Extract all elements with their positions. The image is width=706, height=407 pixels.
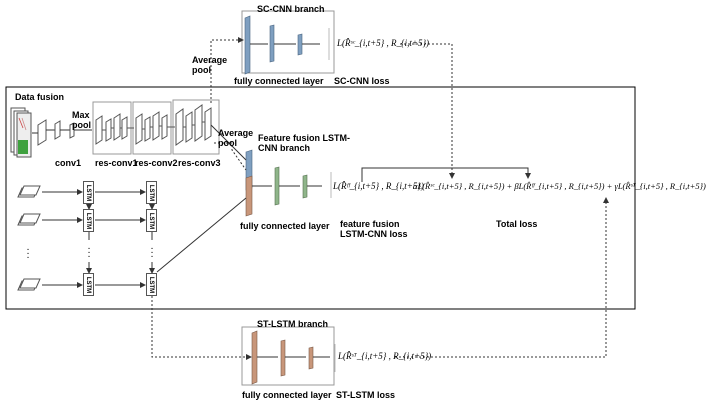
diagram-graphics (5, 10, 636, 386)
input-sequence (17, 185, 83, 291)
sc-cnn-branch-title: SC-CNN branch (257, 4, 325, 14)
lstm-cell: LSTM (146, 209, 157, 232)
st-lstm-loss-formula: L(R̂ˢᵀ_{i,t+5} , R_{i,t+5}) (338, 351, 432, 361)
st-lstm-branch-title: ST-LSTM branch (257, 319, 329, 329)
conv1-block (32, 119, 92, 146)
bottom-fc-layer-label: fully connected layer (242, 390, 332, 400)
res-conv1-label: res-conv1 (95, 158, 138, 168)
top-fc-layer-label: fully connected layer (234, 76, 324, 86)
conv1-label: conv1 (55, 158, 82, 168)
res-conv2-layers (135, 111, 175, 145)
lstm-ellipsis: ... (87, 241, 91, 260)
lstm-cell: LSTM (146, 273, 157, 296)
sc-cnn-loss-label: SC-CNN loss (334, 76, 390, 86)
lstm-cell: LSTM (146, 181, 157, 204)
data-fusion-images (10, 107, 32, 158)
cnn-to-ff-connector (210, 124, 247, 161)
st-lstm-fc-layers (251, 330, 336, 385)
mid-average-pool-label: Average pool (218, 128, 254, 148)
data-fusion-label: Data fusion (15, 92, 65, 102)
res-conv3-label: res-conv3 (178, 158, 221, 168)
st-lstm-loss-label: ST-LSTM loss (336, 390, 396, 400)
ff-to-total-bracket (361, 167, 531, 182)
sequence-ellipsis: ... (26, 242, 30, 261)
sc-cnn-loss-formula: L(R̂ˢᶜ_{i,t+5} , R_{i,t+5}) (337, 38, 430, 48)
dashed-connectors (151, 37, 609, 360)
mid-fc-layer-label: fully connected layer (240, 221, 330, 231)
lstm-cell: LSTM (83, 273, 94, 296)
lstm-cell: LSTM (83, 209, 94, 232)
ff-loss-label: feature fusion LSTM-CNN loss (340, 219, 408, 239)
total-loss-label: Total loss (496, 219, 538, 229)
diagram-canvas: SC-CNN branch Average pool fully connect… (5, 4, 706, 400)
max-pool-label: Max pool (72, 110, 91, 130)
total-loss-formula: αL(R̂ˢᶜ_{i,t+5} , R_{i,t+5}) + βL(R̂ᶠᶠ_{… (413, 181, 706, 191)
lstm-ellipsis: ... (150, 241, 154, 260)
ff-loss-formula: L(R̂ᶠᶠ_{i,t+5} , R_{i,t+5}) (333, 181, 424, 191)
main-frame (5, 86, 636, 310)
lstm-to-ff-connector (156, 197, 247, 273)
res-conv3-layers (175, 104, 212, 146)
sc-cnn-branch-box (241, 10, 335, 74)
sc-cnn-fc-layers (244, 15, 330, 75)
lstm-connections (86, 189, 155, 288)
top-average-pool-label: Average pool (192, 55, 228, 75)
lstm-cell: LSTM (83, 181, 94, 204)
ff-branch-title: Feature fusion LSTM-CNN branch (258, 133, 350, 153)
ff-fc-layers (245, 149, 332, 217)
res-conv1-layers (95, 113, 134, 145)
res-conv2-label: res-conv2 (135, 158, 178, 168)
st-lstm-branch-box (241, 326, 335, 386)
